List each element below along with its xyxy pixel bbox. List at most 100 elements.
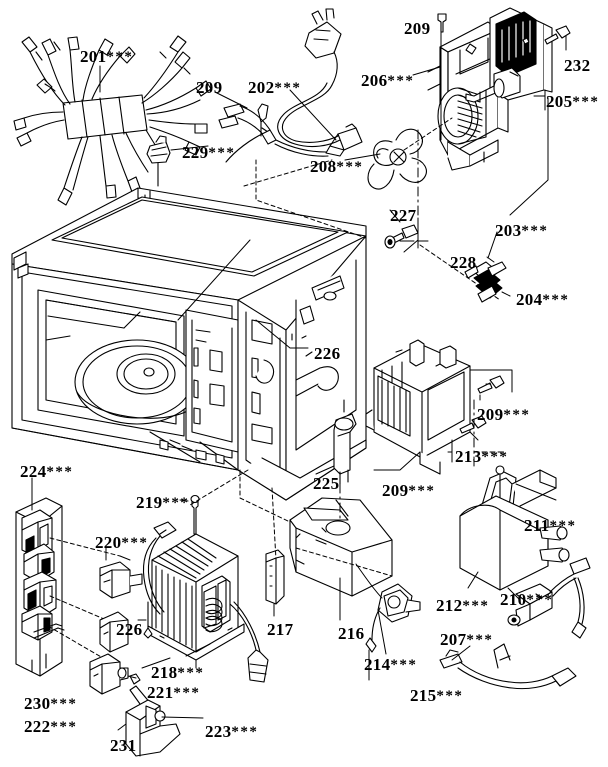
callout-number: 219 [136, 493, 163, 512]
callout-stars: *** [503, 407, 531, 423]
callout-stars: *** [231, 724, 259, 740]
callout-number: 221 [147, 683, 174, 702]
callout-number: 206 [361, 71, 388, 90]
callout-screw-turntable-motor: 227 [390, 207, 416, 224]
callout-fuse-holder: 217 [267, 621, 293, 638]
waveguide-support-part [289, 497, 421, 681]
callout-stars: *** [274, 80, 302, 96]
callout-oven-cavity-ref: 226 [116, 621, 142, 638]
callout-stars: *** [390, 657, 418, 673]
callout-high-voltage-capacitor: 210*** [500, 591, 553, 608]
callout-latch-lever: 211*** [524, 517, 576, 534]
callout-stars: *** [106, 49, 134, 65]
callout-number: 209 [477, 405, 504, 424]
callout-number: 229 [182, 143, 209, 162]
fan-motor-housing-part [412, 13, 509, 171]
power-cord-part [274, 8, 363, 157]
turntable-coupler-part [315, 399, 357, 485]
callout-screw-fan-motor: 209 [404, 20, 430, 37]
callout-number: 223 [205, 722, 232, 741]
callout-stars: *** [387, 73, 415, 89]
callout-number: 222 [24, 717, 51, 736]
callout-screw-transformer: 219*** [136, 494, 189, 511]
callout-number: 226 [314, 344, 341, 363]
callout-fan-motor: 205*** [546, 93, 599, 110]
wire-harness-part [13, 35, 212, 206]
callout-switch-monitor: 230*** [24, 695, 77, 712]
callout-number: 203 [495, 221, 522, 240]
callout-switch-secondary: 221*** [147, 684, 200, 701]
callout-number: 226 [116, 620, 143, 639]
callout-stars: *** [50, 696, 78, 712]
callout-screw-turntable: 215*** [410, 687, 463, 704]
callout-number: 211 [524, 516, 550, 535]
callout-stars: *** [521, 223, 549, 239]
magnetron-part [365, 339, 513, 475]
callout-stars: *** [46, 464, 74, 480]
callout-waveguide-cover-support: 216 [338, 625, 364, 642]
callout-number: 201 [80, 47, 107, 66]
callout-number: 212 [436, 596, 463, 615]
switch-primary-part [99, 547, 143, 599]
callout-number: 209 [196, 78, 223, 97]
callout-high-voltage-diode: 207*** [440, 631, 493, 648]
callout-screw-magnetron: 209*** [477, 406, 530, 423]
callout-latch-hook: 223*** [205, 723, 258, 740]
callout-latch-housing: 212*** [436, 597, 489, 614]
callout-oven-cavity: 226 [314, 345, 340, 362]
callout-number: 228 [450, 253, 477, 272]
callout-number: 205 [546, 92, 573, 111]
latch-hook-part [117, 699, 204, 757]
callout-number: 216 [338, 624, 365, 643]
callout-cord-bushing: 229*** [182, 144, 235, 161]
callout-stars: *** [526, 592, 554, 608]
callout-stars: *** [408, 483, 436, 499]
door-latch-assembly-part [15, 477, 131, 677]
callout-stars: *** [50, 719, 78, 735]
hv-transformer-part [137, 494, 269, 683]
callout-switch-door-sensing: 222*** [24, 718, 77, 735]
callout-number: 232 [564, 56, 591, 75]
callout-number: 209 [382, 481, 409, 500]
callout-stars: *** [177, 665, 205, 681]
callout-stars: *** [462, 598, 490, 614]
callout-stars: *** [466, 632, 494, 648]
callout-number: 210 [500, 590, 527, 609]
hv-capacitor-part [507, 557, 591, 639]
callout-thermal-cutout-lower: 204*** [516, 291, 569, 308]
callout-thermal-cutout-upper: 203*** [495, 222, 548, 239]
callout-magnetron: 213*** [455, 448, 508, 465]
callout-stars: *** [208, 145, 236, 161]
callout-number: 209 [404, 19, 431, 38]
callout-number: 204 [516, 290, 543, 309]
callout-lever-release: 231 [110, 737, 136, 754]
callout-stars: *** [173, 685, 201, 701]
callout-number: 217 [267, 620, 294, 639]
callout-turntable-coupler: 225 [313, 475, 339, 492]
oven-cavity-part [11, 187, 367, 501]
callout-number: 225 [313, 474, 340, 493]
callout-number: 214 [364, 655, 391, 674]
callout-number: 224 [20, 462, 47, 481]
callout-number: 231 [110, 736, 137, 755]
callout-stars: *** [572, 94, 600, 110]
callout-number: 208 [310, 157, 337, 176]
cord-bushing-part [146, 91, 277, 187]
callout-screw-waveguide: 209*** [382, 482, 435, 499]
fan-motor-part [465, 7, 571, 216]
callout-turntable-motor: 214*** [364, 656, 417, 673]
hv-diode-part [439, 643, 577, 690]
callout-stars: *** [436, 688, 464, 704]
fuse-part [265, 549, 285, 617]
callout-switch-primary: 220*** [95, 534, 148, 551]
callout-number: 207 [440, 630, 467, 649]
callout-screw-magnetron-bracket: 232 [564, 57, 590, 74]
callout-wire-harness: 201*** [80, 48, 133, 65]
fan-blade-part [344, 117, 453, 190]
callout-number: 220 [95, 533, 122, 552]
callout-number: 218 [151, 663, 178, 682]
callout-stars: *** [549, 518, 577, 534]
callout-number: 230 [24, 694, 51, 713]
callout-high-voltage-transformer: 218*** [151, 664, 204, 681]
